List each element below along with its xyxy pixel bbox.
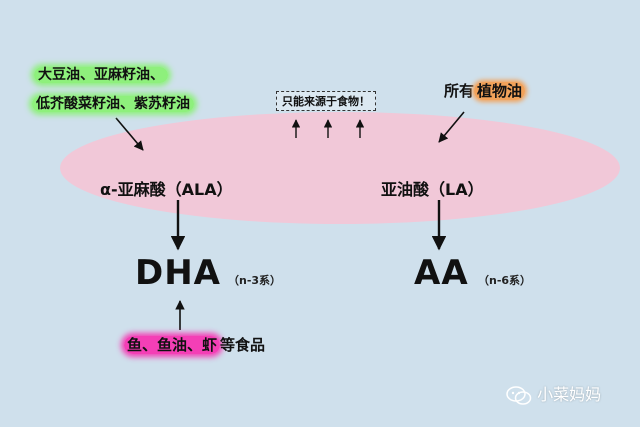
dha-food-sources: 鱼、鱼油、虾等食品 bbox=[124, 334, 265, 356]
la-sources-prefix: 所有 bbox=[444, 82, 475, 100]
dha-label: DHA bbox=[135, 253, 221, 293]
aa-label: AA bbox=[414, 253, 469, 293]
ala-sources-line1-text: 大豆油、亚麻籽油、 bbox=[34, 67, 168, 83]
la-sources-highlight: 植物油 bbox=[474, 82, 526, 100]
watermark-text: 小菜妈妈 bbox=[537, 385, 602, 404]
ala-source-arrow bbox=[115, 117, 144, 151]
ala-sources-line1: 大豆油、亚麻籽油、 bbox=[34, 64, 168, 86]
la-source-arrow bbox=[438, 111, 465, 143]
watermark: 小菜妈妈 bbox=[506, 381, 601, 406]
wechat-icon bbox=[506, 385, 532, 405]
la-sources: 所有植物油 bbox=[444, 80, 526, 102]
ala-sources-line2-text: 低芥酸菜籽油、紫苏籽油 bbox=[32, 96, 194, 112]
aa-series-label: （n-6系） bbox=[478, 274, 532, 287]
dha-series-label: （n-3系） bbox=[228, 274, 282, 287]
dha-food-suffix: 等食品 bbox=[220, 336, 266, 354]
dha-food-highlight: 鱼、鱼油、虾 bbox=[124, 336, 221, 354]
la-label: 亚油酸（LA） bbox=[381, 180, 484, 199]
food-only-note: 只能来源于食物！ bbox=[276, 91, 376, 111]
ala-sources-line2: 低芥酸菜籽油、紫苏籽油 bbox=[32, 93, 194, 115]
ala-label: α-亚麻酸（ALA） bbox=[100, 180, 233, 199]
fatty-acid-ellipse bbox=[60, 112, 620, 224]
